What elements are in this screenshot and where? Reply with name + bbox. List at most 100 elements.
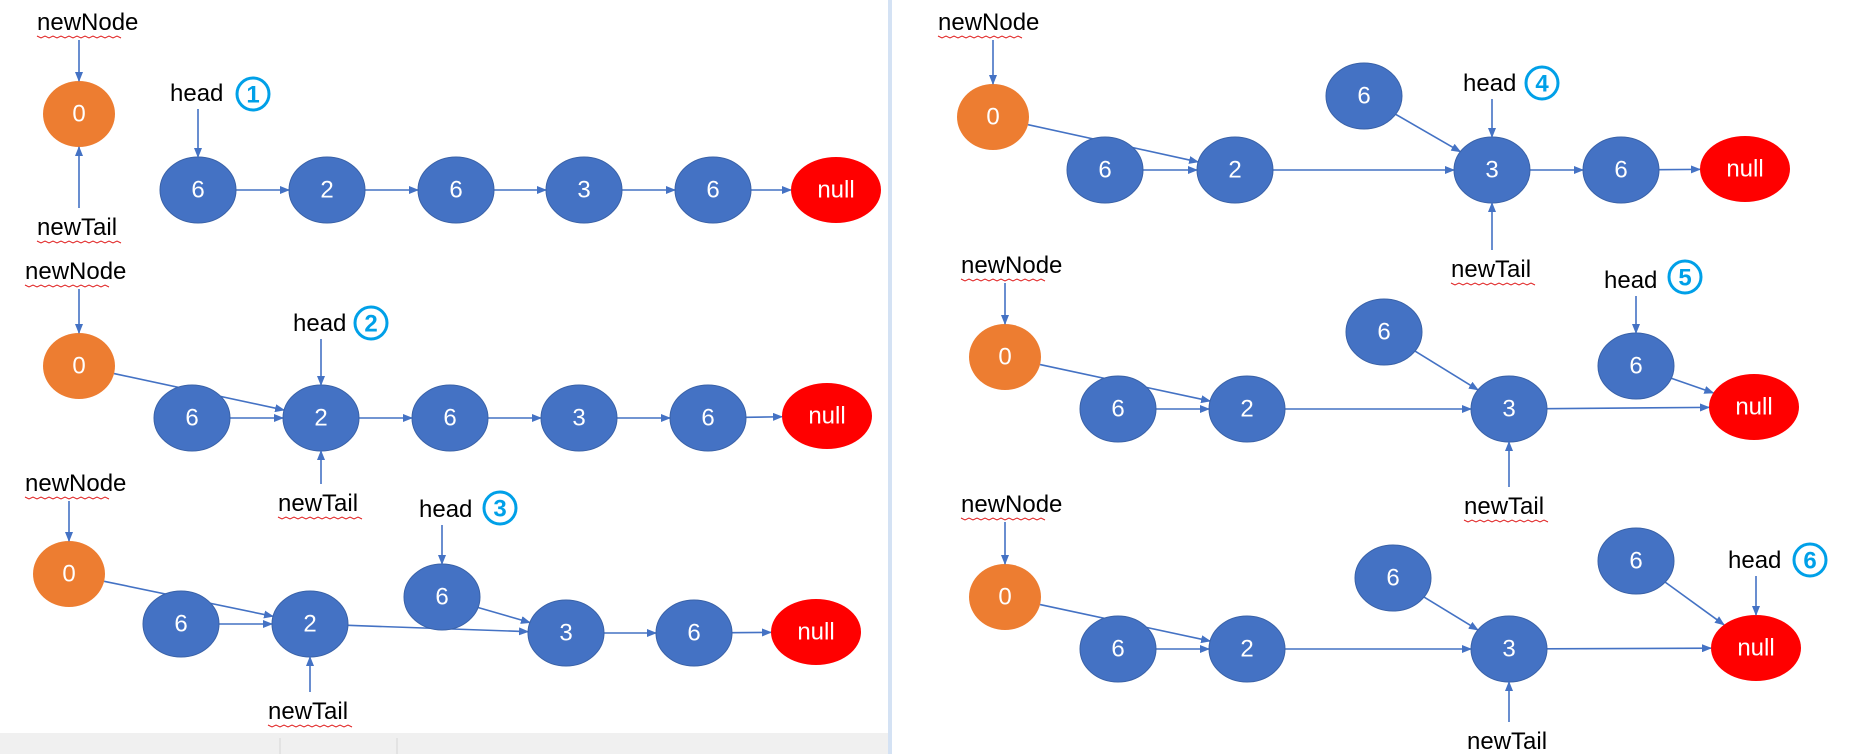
step-6-newnode-label: newNode: [961, 491, 1062, 518]
step-4-list-node-4-value: 6: [1614, 157, 1627, 184]
step-5-null-node-shape: [1709, 374, 1799, 440]
step-3-newtail-label-spellcheck-underline: [267, 724, 353, 728]
step-6-new-node-shape: [969, 564, 1041, 630]
step-3-null-node: null: [771, 599, 861, 665]
step-4-list-node-0: 6: [1066, 136, 1144, 204]
step-2-newtail-label: newTail: [278, 490, 358, 517]
step-2-link-arrow-4: [745, 412, 784, 421]
step-6-null-node-value: null: [1737, 635, 1774, 662]
step-3-list-node-4: 6: [655, 599, 733, 667]
step-4-list-node-1-value: 2: [1228, 157, 1241, 184]
step-1-newtail-label: newTail: [37, 214, 117, 241]
step-4-badge: 4: [1524, 65, 1560, 101]
step-5-null-node: null: [1709, 374, 1799, 440]
step-6-null-node-shape: [1711, 615, 1801, 681]
step-6-newnode-label-spellcheck-underline: [960, 517, 1046, 521]
step-1-null-node-value: null: [817, 177, 854, 204]
step-6-badge: 6: [1792, 542, 1828, 578]
step-6-list-node-0-shape: [1079, 615, 1157, 683]
step-5-link-arrow-2: [1546, 403, 1711, 412]
step-5-newtail-label: newTail: [1464, 493, 1544, 520]
step-4-list-node-2-value: 6: [1357, 83, 1370, 110]
step-1-newnode-label: newNode: [37, 9, 138, 36]
step-6-list-node-4-value: 6: [1629, 548, 1642, 575]
step-4-badge-ring: [1524, 65, 1560, 101]
step-3-newtail-label: newTail: [268, 698, 348, 725]
step-6-badge-ring: [1792, 542, 1828, 578]
step-1-list-node-2-value: 6: [449, 177, 462, 204]
step-1-list-node-4: 6: [674, 156, 752, 224]
step-3-new-node: 0: [33, 541, 105, 607]
step-1-new-node-shape: [43, 81, 115, 147]
step-4-newnode-label-spellcheck-underline: [937, 35, 1023, 39]
step-6-new-node: 0: [969, 564, 1041, 630]
step-4-link-arrow-4: [1395, 113, 1462, 153]
step-4-newtail-label-spellcheck-underline: [1450, 282, 1536, 286]
step-2-list-node-4-shape: [669, 384, 747, 452]
step-5-list-node-2-value: 6: [1377, 319, 1390, 346]
step-5-list-node-2-shape: [1345, 298, 1423, 366]
step-5-new-node-value: 0: [998, 344, 1011, 371]
step-5-head-label: head: [1604, 267, 1657, 294]
step-1-new-node: 0: [43, 81, 115, 147]
step-5-list-node-1-shape: [1208, 375, 1286, 443]
step-1-badge-number: 1: [246, 82, 259, 109]
step-1-null-node: null: [791, 157, 881, 223]
step-2-badge: 2: [353, 305, 389, 341]
step-2-list-node-0: 6: [153, 384, 231, 452]
step-3-list-node-0-shape: [142, 590, 220, 658]
step-2-head-label: head: [293, 310, 346, 337]
step-2-null-node-shape: [782, 383, 872, 449]
step-5-new-node: 0: [969, 324, 1041, 390]
step-6-badge-number: 6: [1803, 548, 1816, 575]
diagram-root: 6 2 6 3 6 null 0 newNode newTail head 1 6 2 6 3 6 null 0 n…: [24, 9, 1828, 754]
step-3-newnode-label: newNode: [25, 470, 126, 497]
step-1-list-node-4-shape: [674, 156, 752, 224]
step-3-list-node-3-value: 3: [559, 620, 572, 647]
step-4-newnode-label: newNode: [938, 9, 1039, 36]
step-4-list-node-1-shape: [1196, 136, 1274, 204]
step-6-link-arrow-3: [1664, 581, 1725, 626]
step-3-list-node-3: 3: [527, 599, 605, 667]
step-3-list-node-2-value: 6: [435, 584, 448, 611]
step-5-newtail-label-spellcheck-underline: [1463, 519, 1549, 523]
step-2-list-node-3: 3: [540, 384, 618, 452]
step-3-badge-number: 3: [493, 496, 506, 523]
step-5-list-node-0-shape: [1079, 375, 1157, 443]
step-2-new-node: 0: [43, 333, 115, 399]
step-4-null-node-shape: [1700, 136, 1790, 202]
step-1-newtail-label-spellcheck-underline: [36, 240, 122, 244]
step-3-null-node-value: null: [797, 619, 834, 646]
step-4-list-node-2-shape: [1325, 62, 1403, 130]
step-5-link-arrow-4: [1414, 350, 1479, 391]
step-6-list-node-0-value: 6: [1111, 636, 1124, 663]
step-4-new-node: 0: [957, 84, 1029, 150]
step-2-list-node-3-value: 3: [572, 405, 585, 432]
step-4-head-label: head: [1463, 70, 1516, 97]
step-4-null-node: null: [1700, 136, 1790, 202]
step-1-list-node-1-shape: [288, 156, 366, 224]
step-1-list-node-3-shape: [545, 156, 623, 224]
step-5-newnode-label-spellcheck-underline: [960, 278, 1046, 282]
step-5-badge-number: 5: [1678, 265, 1691, 292]
step-6-list-node-0: 6: [1079, 615, 1157, 683]
step-2-list-node-2-shape: [411, 384, 489, 452]
step-6-list-node-2-shape: [1354, 544, 1432, 612]
step-2-list-node-0-value: 6: [185, 405, 198, 432]
step-2-badge-number: 2: [364, 311, 377, 338]
step-6-list-node-3-value: 3: [1502, 636, 1515, 663]
step-6-new-node-value: 0: [998, 584, 1011, 611]
step-2-list-node-1: 2: [282, 384, 360, 452]
step-6-link-arrow-4: [1423, 596, 1479, 631]
step-5-null-node-value: null: [1735, 394, 1772, 421]
step-3-null-node-shape: [771, 599, 861, 665]
step-6-newtail-label: newTail: [1467, 728, 1547, 754]
step-5-link-arrow-3: [1671, 377, 1715, 394]
step-2-null-node: null: [782, 383, 872, 449]
step-1-list-node-0-value: 6: [191, 177, 204, 204]
step-1-head-label: head: [170, 80, 223, 107]
step-4-list-node-0-value: 6: [1098, 157, 1111, 184]
